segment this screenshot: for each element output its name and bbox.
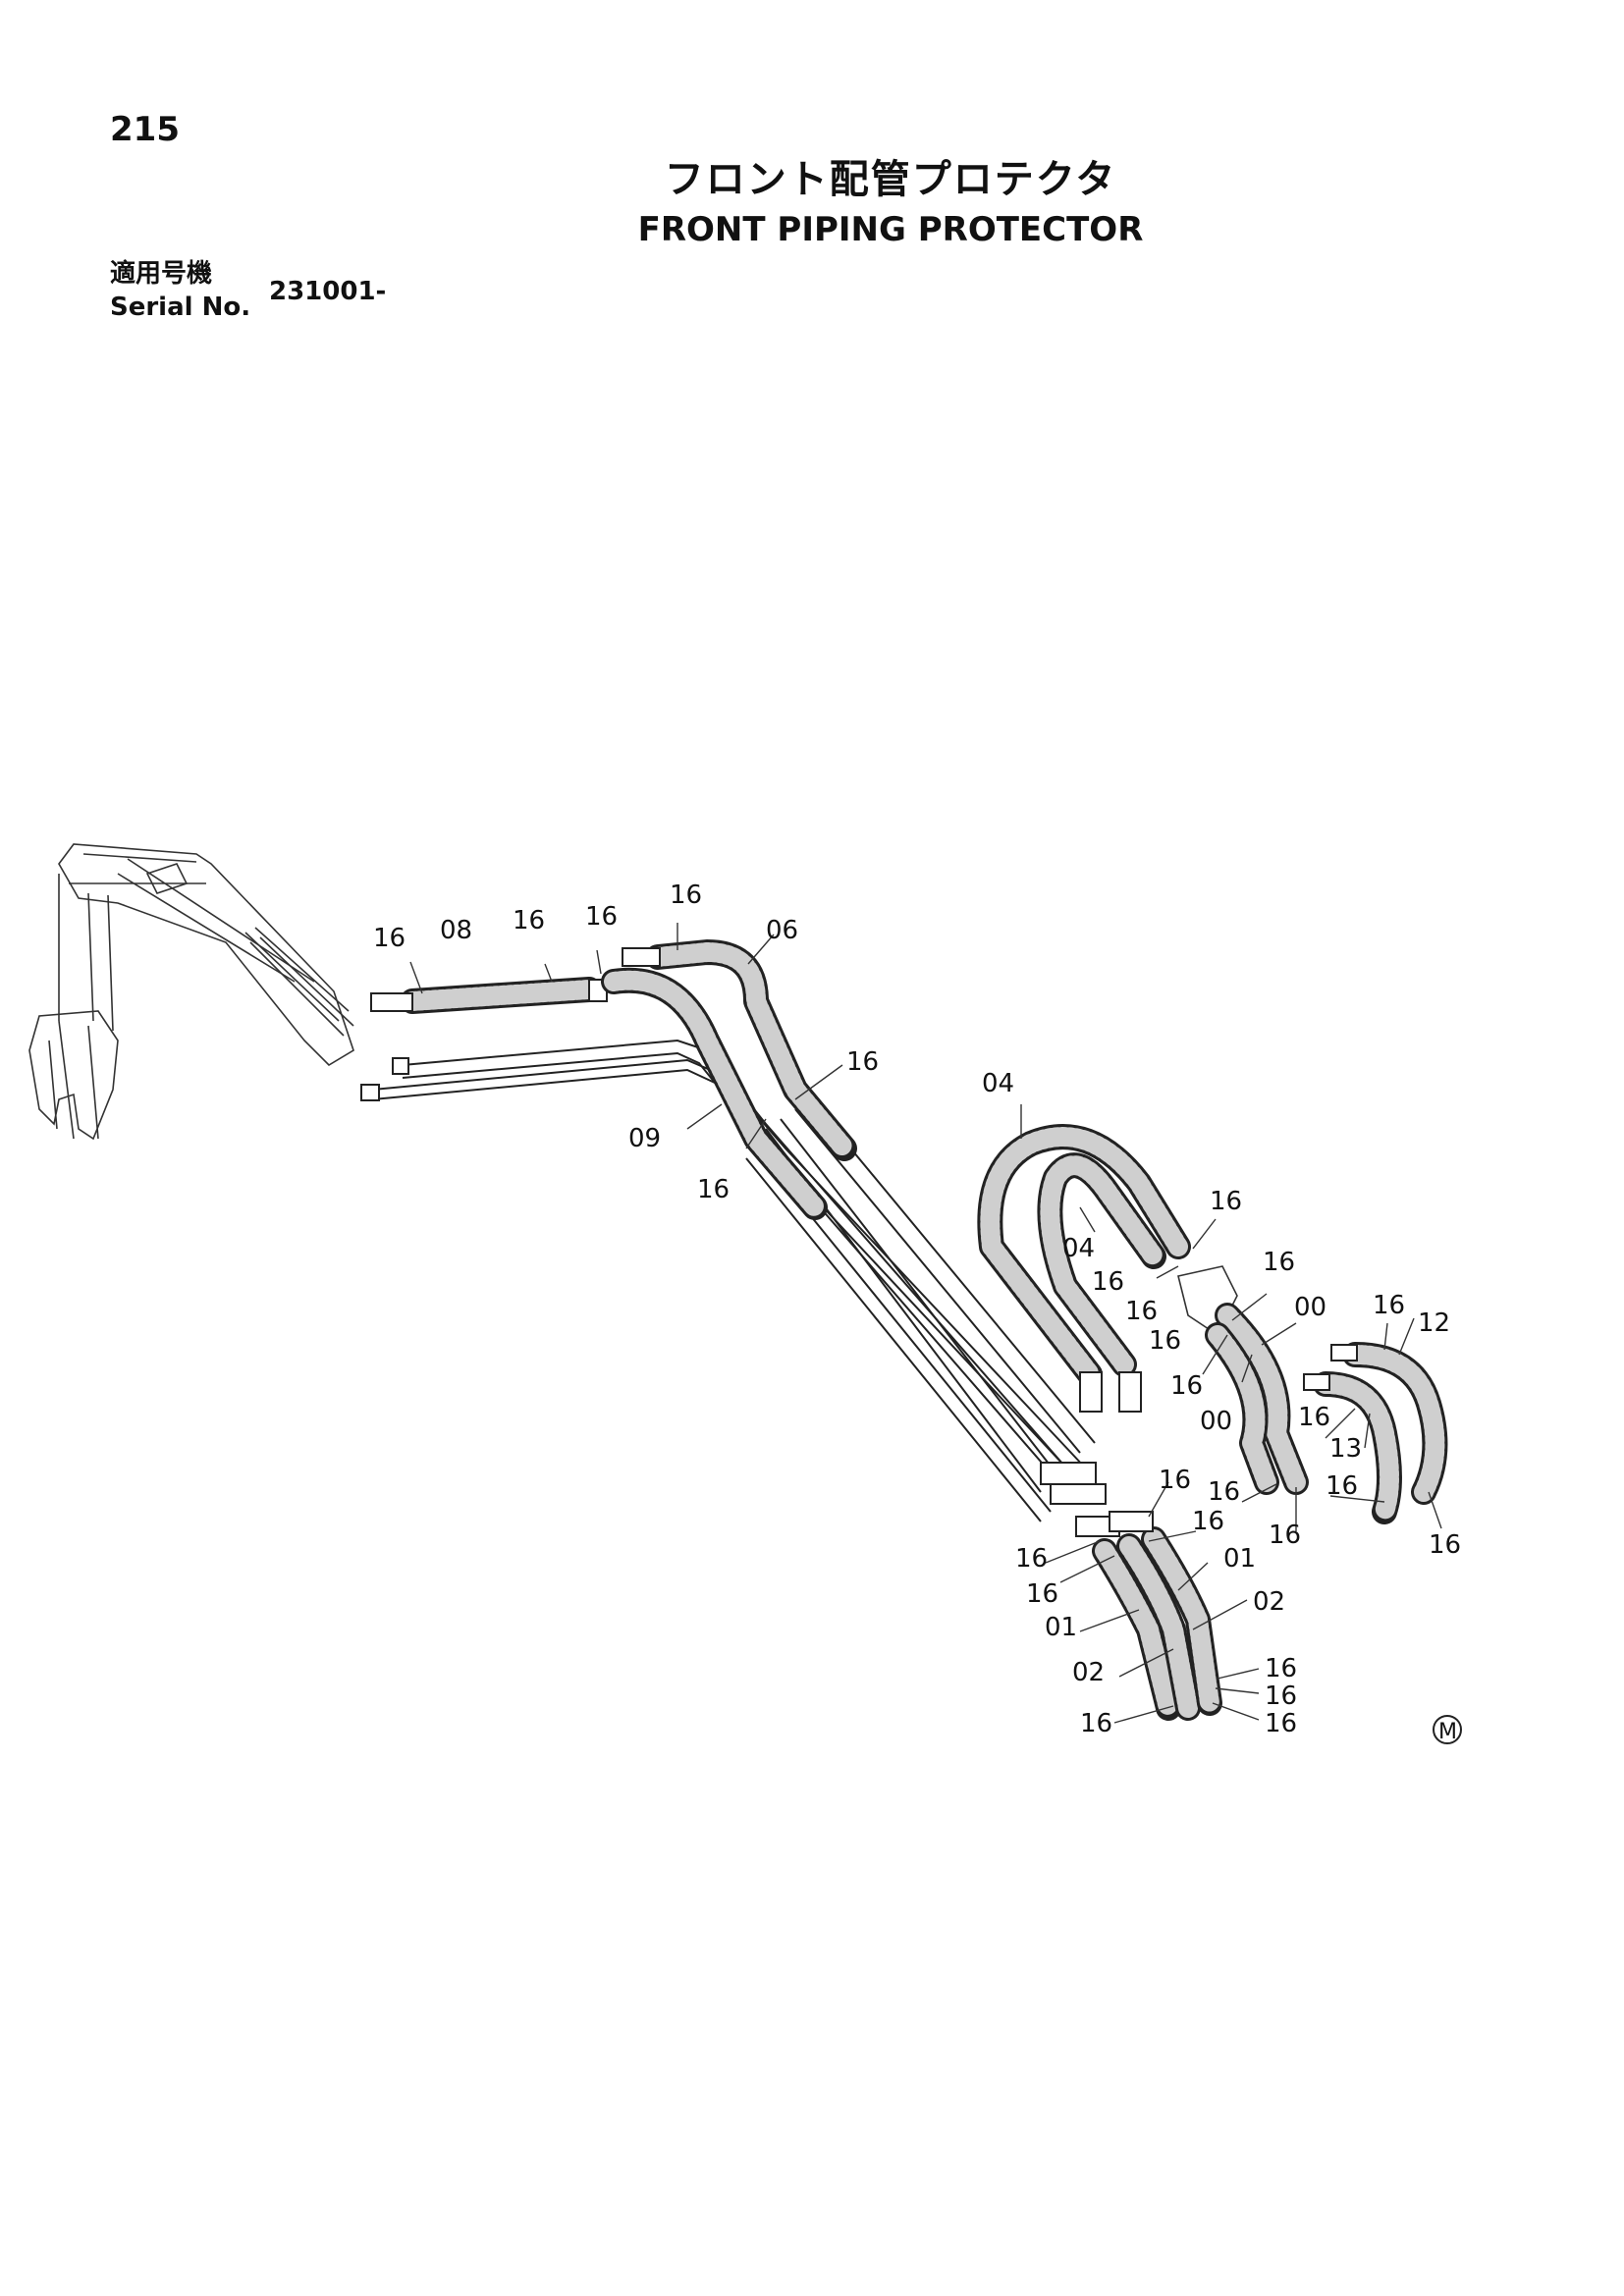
callout-04: 04: [982, 1069, 1014, 1098]
callout-16: 16: [1026, 1579, 1058, 1609]
circled-m-mark: M: [1433, 1715, 1462, 1744]
callout-16: 16: [1125, 1297, 1158, 1326]
callout-09: 09: [628, 1124, 661, 1153]
mark-letter: M: [1438, 1720, 1457, 1744]
callout-16: 16: [1015, 1544, 1048, 1574]
serial-number-value: 231001-: [269, 277, 387, 306]
callout-16: 16: [1373, 1291, 1405, 1320]
callout-16: 16: [1265, 1709, 1297, 1738]
hose-08: [370, 977, 608, 1014]
callout-16: 16: [1326, 1471, 1358, 1501]
callout-16: 16: [1263, 1248, 1295, 1277]
callout-16: 16: [670, 881, 702, 910]
hose-12-13: [1303, 1342, 1448, 1524]
page-number: 215: [110, 110, 180, 149]
callout-06: 06: [766, 916, 798, 945]
callout-13: 13: [1329, 1434, 1362, 1464]
excavator-boom-illustration: [28, 843, 354, 1141]
callout-16: 16: [513, 906, 545, 935]
callout-16: 16: [1159, 1466, 1191, 1495]
callout-16: 16: [1210, 1187, 1242, 1216]
callout-00: 00: [1200, 1407, 1232, 1436]
serial-label-english: Serial No.: [110, 293, 251, 322]
serial-label-japanese: 適用号機: [110, 259, 213, 289]
callout-01: 01: [1223, 1544, 1256, 1574]
callout-16: 16: [1170, 1371, 1203, 1401]
callout-16: 16: [1080, 1709, 1112, 1738]
callout-12: 12: [1418, 1308, 1450, 1338]
callout-02: 02: [1253, 1587, 1285, 1617]
callout-16: 16: [1208, 1477, 1240, 1507]
callout-00: 00: [1294, 1293, 1326, 1322]
hose-06: [622, 939, 857, 1161]
callout-16: 16: [373, 924, 406, 953]
hose-09: [601, 967, 828, 1220]
callout-16: 16: [1298, 1403, 1330, 1432]
page-title-japanese: フロント配管プロテクタ: [664, 157, 1117, 202]
page-title-english: FRONT PIPING PROTECTOR: [637, 210, 1144, 249]
callout-02: 02: [1072, 1658, 1105, 1687]
callout-16: 16: [1429, 1530, 1461, 1560]
callout-16: 16: [1265, 1654, 1297, 1683]
callout-16: 16: [585, 902, 618, 932]
callout-08: 08: [440, 916, 472, 945]
title-block: フロント配管プロテクタ FRONT PIPING PROTECTOR: [0, 147, 1624, 249]
serial-label: 適用号機 Serial No.: [110, 257, 250, 324]
callout-16: 16: [1192, 1507, 1224, 1536]
leader-lines: [409, 923, 1442, 1724]
hose-04: [977, 1124, 1191, 1413]
callout-16: 16: [1265, 1682, 1297, 1711]
callout-16: 16: [1149, 1326, 1181, 1356]
callout-16: 16: [846, 1047, 879, 1077]
hose-00: [1177, 1265, 1309, 1495]
callout-16: 16: [1092, 1267, 1124, 1297]
callout-04: 04: [1062, 1234, 1095, 1263]
callout-16: 16: [1269, 1521, 1301, 1550]
callout-01: 01: [1045, 1613, 1077, 1642]
callout-16: 16: [697, 1175, 730, 1204]
callouts: 16 08 16 16 16 06 16 09 16 04 04 16 16 1…: [373, 881, 1461, 1738]
